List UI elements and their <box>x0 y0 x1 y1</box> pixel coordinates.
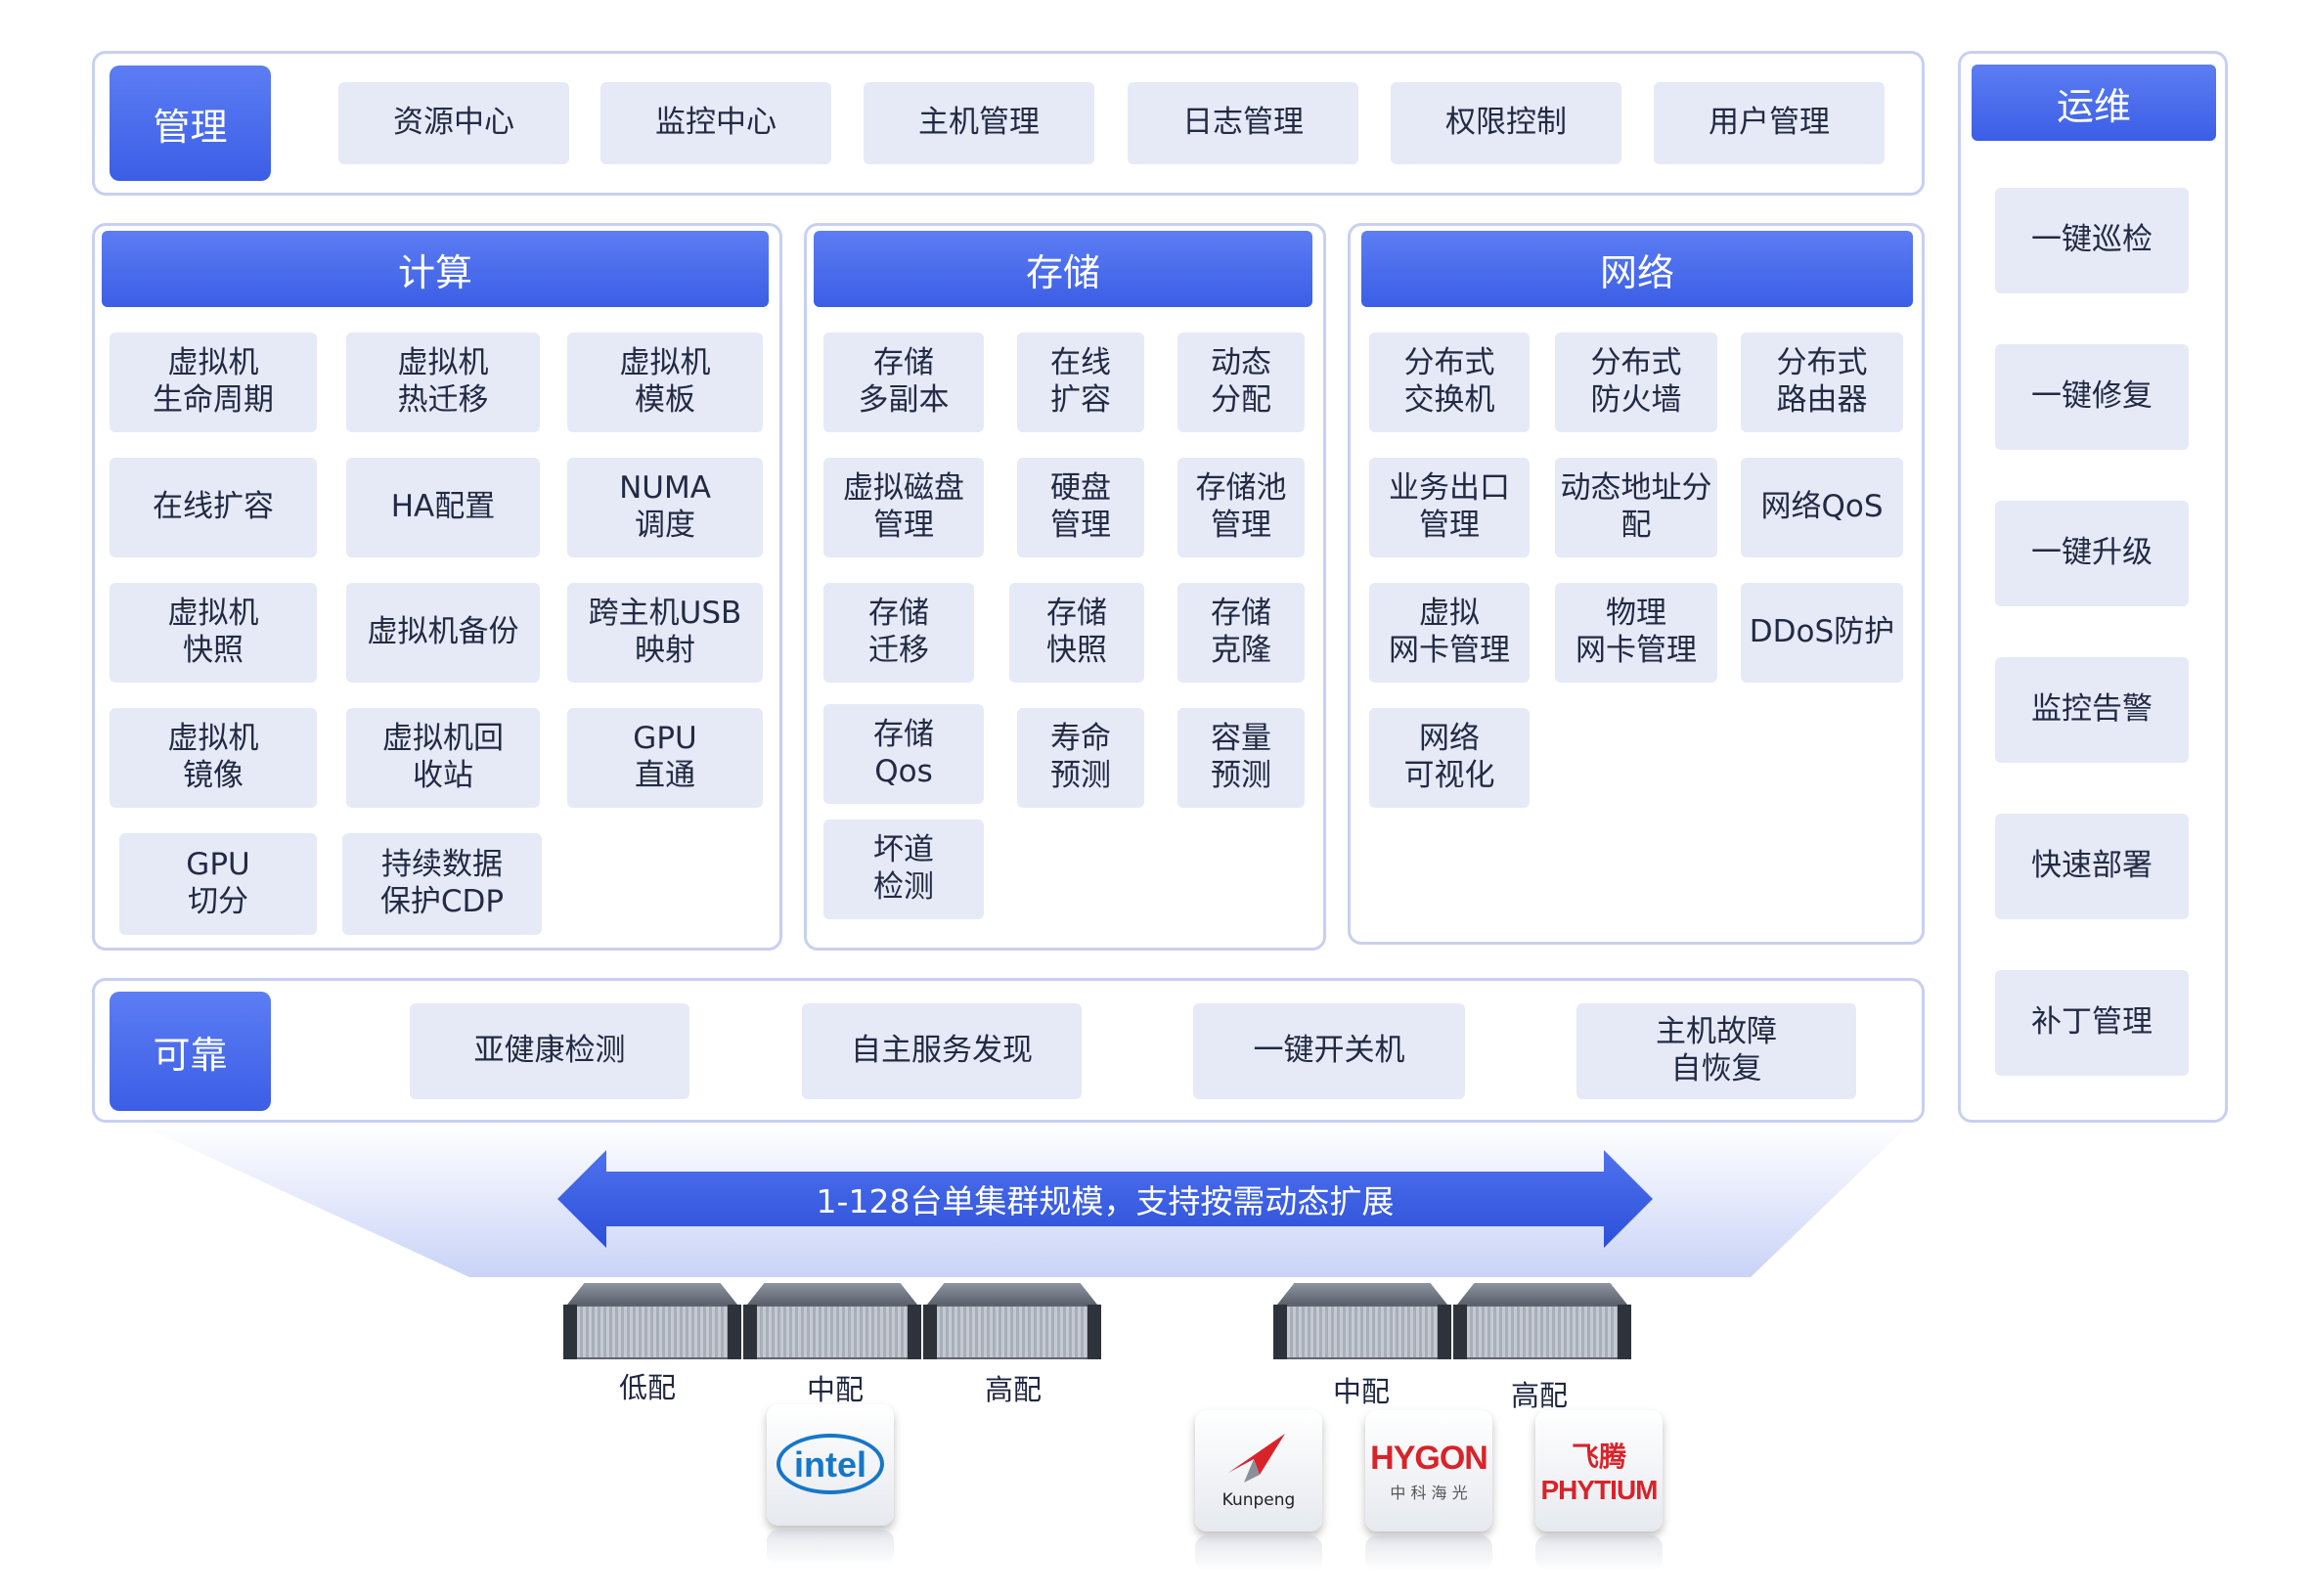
storage-item[interactable]: 容量 预测 <box>1177 708 1305 808</box>
reliable-label: 可靠 <box>110 992 271 1111</box>
compute-item[interactable]: 虚拟机 模板 <box>567 332 763 432</box>
network-item[interactable]: 业务出口 管理 <box>1369 458 1530 557</box>
compute-item[interactable]: GPU 切分 <box>119 833 317 935</box>
compute-item[interactable]: GPU 直通 <box>567 708 763 808</box>
network-item[interactable]: 分布式 交换机 <box>1369 332 1530 432</box>
storage-title: 存储 <box>814 231 1312 307</box>
server-icon <box>563 1283 741 1363</box>
storage-item[interactable]: 存储 快照 <box>1009 583 1144 683</box>
storage-item[interactable]: 存储 迁移 <box>823 583 974 683</box>
storage-item[interactable]: 存储 Qos <box>823 704 984 804</box>
logo-reflection <box>1195 1535 1322 1571</box>
compute-item[interactable]: 虚拟机备份 <box>346 583 540 683</box>
mgmt-item-host-management[interactable]: 主机管理 <box>864 82 1094 164</box>
config-label-high: 高配 <box>1510 1379 1569 1412</box>
logo-reflection <box>767 1530 894 1565</box>
ops-item-patch-management[interactable]: 补丁管理 <box>1995 970 2189 1076</box>
storage-item[interactable]: 虚拟磁盘 管理 <box>823 458 984 557</box>
mgmt-item-user-management[interactable]: 用户管理 <box>1654 82 1885 164</box>
intel-logo: intel <box>767 1404 894 1526</box>
server-icon <box>923 1283 1101 1363</box>
storage-item[interactable]: 硬盘 管理 <box>1017 458 1144 557</box>
network-item[interactable]: 虚拟 网卡管理 <box>1369 583 1530 683</box>
phytium-logo-en-text: PHYTIUM <box>1540 1475 1659 1505</box>
compute-title: 计算 <box>102 231 769 307</box>
config-label-mid: 中配 <box>1332 1375 1391 1408</box>
management-label: 管理 <box>110 66 271 181</box>
ops-item-fast-deploy[interactable]: 快速部署 <box>1995 814 2189 919</box>
network-item[interactable]: 分布式 防火墙 <box>1555 332 1717 432</box>
kunpeng-logo: Kunpeng <box>1195 1410 1322 1531</box>
compute-item[interactable]: NUMA 调度 <box>567 458 763 557</box>
network-title: 网络 <box>1361 231 1913 307</box>
compute-item[interactable]: 虚拟机 热迁移 <box>346 332 540 432</box>
cluster-scale-text: 1-128台单集群规模，支持按需动态扩展 <box>816 1182 1395 1220</box>
config-label-mid: 中配 <box>806 1373 865 1406</box>
compute-item[interactable]: 跨主机USB 映射 <box>567 583 763 683</box>
phytium-logo: 飞腾 PHYTIUM <box>1535 1410 1663 1531</box>
reliable-item-subhealth-check[interactable]: 亚健康检测 <box>410 1003 689 1099</box>
mgmt-item-access-control[interactable]: 权限控制 <box>1391 82 1621 164</box>
phytium-logo-cn-text: 飞腾 <box>1571 1441 1626 1473</box>
network-item[interactable]: 分布式 路由器 <box>1741 332 1903 432</box>
compute-item[interactable]: 虚拟机回 收站 <box>346 708 540 808</box>
network-item[interactable]: DDoS防护 <box>1741 583 1903 683</box>
config-label-low: 低配 <box>618 1371 677 1404</box>
compute-item[interactable]: 持续数据 保护CDP <box>342 833 542 935</box>
server-icon <box>1453 1283 1631 1363</box>
compute-item[interactable]: 虚拟机 快照 <box>110 583 317 683</box>
ops-item-one-key-upgrade[interactable]: 一键升级 <box>1995 501 2189 606</box>
reliable-item-one-key-power[interactable]: 一键开关机 <box>1193 1003 1465 1099</box>
storage-item[interactable]: 动态 分配 <box>1177 332 1305 432</box>
storage-item[interactable]: 坏道 检测 <box>823 820 984 919</box>
network-item[interactable]: 物理 网卡管理 <box>1555 583 1717 683</box>
mgmt-item-monitor-center[interactable]: 监控中心 <box>600 82 831 164</box>
ops-item-monitor-alarm[interactable]: 监控告警 <box>1995 657 2189 763</box>
reliable-item-host-self-recovery[interactable]: 主机故障 自恢复 <box>1576 1003 1856 1099</box>
ops-item-one-key-inspection[interactable]: 一键巡检 <box>1995 188 2189 293</box>
storage-item[interactable]: 寿命 预测 <box>1017 708 1144 808</box>
ops-title: 运维 <box>1972 65 2216 141</box>
config-label-high: 高配 <box>984 1373 1043 1406</box>
compute-item[interactable]: 虚拟机 生命周期 <box>110 332 317 432</box>
logo-reflection <box>1535 1535 1663 1571</box>
ops-item-one-key-repair[interactable]: 一键修复 <box>1995 344 2189 450</box>
logo-reflection <box>1365 1535 1492 1571</box>
network-item[interactable]: 网络QoS <box>1741 458 1903 557</box>
server-icon <box>743 1283 921 1363</box>
hygon-logo-text: HYGON <box>1370 1439 1488 1477</box>
mgmt-item-resource-center[interactable]: 资源中心 <box>338 82 569 164</box>
server-icon <box>1273 1283 1451 1363</box>
compute-item[interactable]: 在线扩容 <box>110 458 317 557</box>
network-item[interactable]: 网络 可视化 <box>1369 708 1530 808</box>
storage-item[interactable]: 在线 扩容 <box>1017 332 1144 432</box>
storage-item[interactable]: 存储池 管理 <box>1177 458 1305 557</box>
intel-logo-text: intel <box>793 1444 866 1485</box>
kunpeng-logo-text: Kunpeng <box>1221 1490 1296 1510</box>
compute-item[interactable]: 虚拟机 镜像 <box>110 708 317 808</box>
kunpeng-bird-icon <box>1228 1434 1285 1483</box>
reliable-item-service-discovery[interactable]: 自主服务发现 <box>802 1003 1082 1099</box>
hygon-logo-subtext: 中 科 海 光 <box>1390 1483 1468 1502</box>
compute-item[interactable]: HA配置 <box>346 458 540 557</box>
storage-item[interactable]: 存储 克隆 <box>1177 583 1305 683</box>
network-item[interactable]: 动态地址分 配 <box>1555 458 1717 557</box>
hygon-logo: HYGON 中 科 海 光 <box>1365 1410 1492 1531</box>
storage-item[interactable]: 存储 多副本 <box>823 332 984 432</box>
mgmt-item-log-management[interactable]: 日志管理 <box>1128 82 1358 164</box>
